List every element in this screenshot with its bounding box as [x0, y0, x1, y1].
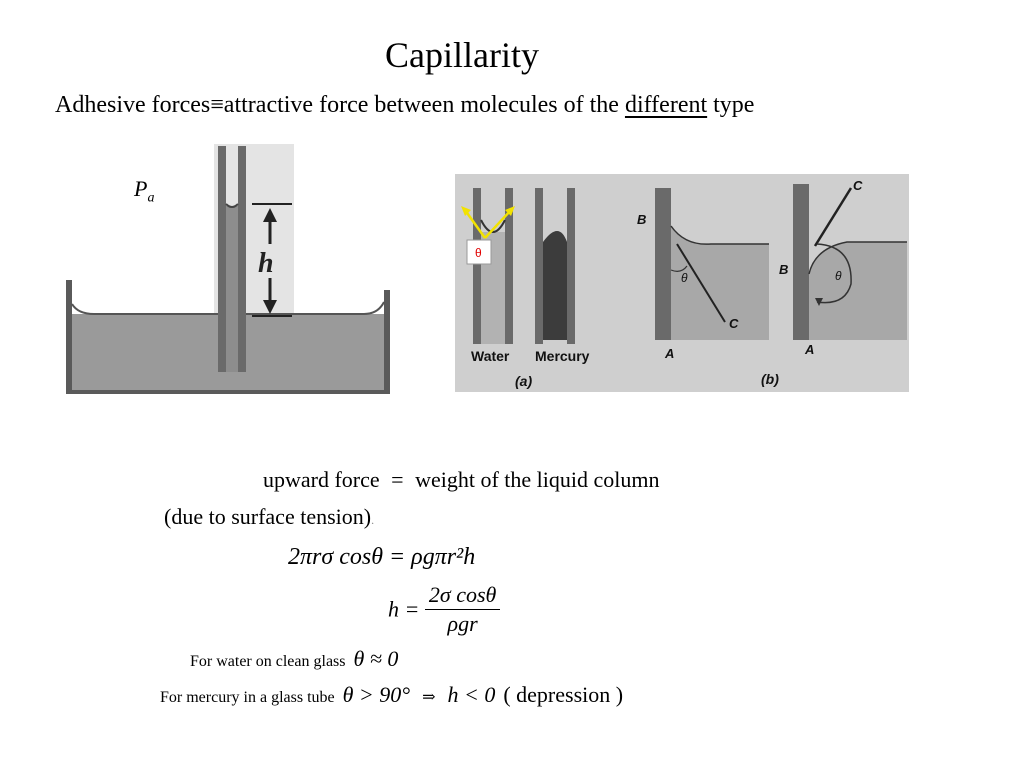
liquid-column-text: weight of the liquid column	[415, 467, 660, 492]
mercury-label: Mercury	[535, 348, 590, 364]
depression-note: ( depression )	[503, 682, 624, 707]
water-case-text: For water on clean glass	[190, 653, 346, 670]
water-label: Water	[471, 348, 510, 364]
label-b2: B	[779, 262, 788, 277]
height-fraction: 2σ cosθ ρgr	[424, 582, 501, 637]
page-title: Capillarity	[385, 35, 539, 75]
pa-sub: a	[147, 190, 155, 206]
label-a2: A	[804, 342, 814, 357]
capillary-tube-figure: h	[66, 144, 390, 394]
upward-force-text: upward force	[263, 467, 380, 492]
equals-sign: =	[391, 467, 404, 492]
water-case-line: For water on clean glass θ ≈ 0	[190, 646, 398, 672]
label-a1: A	[664, 346, 674, 361]
water-case-math: θ ≈ 0	[353, 646, 399, 671]
definition-prefix: Adhesive forces≡attractive force between…	[55, 92, 625, 118]
mercury-case-text: For mercury in a glass tube	[160, 689, 335, 706]
contact-angle-figure: θ Water Mercury (a) B C A θ B C A θ (b)	[455, 174, 909, 392]
adhesive-forces-definition: Adhesive forces≡attractive force between…	[55, 92, 754, 119]
label-c1: C	[729, 316, 739, 331]
equation-force-balance: 2πrσ cosθ = ρgπr²h	[288, 544, 476, 570]
force-balance-line: upward force = weight of the liquid colu…	[263, 467, 660, 493]
height-label: h	[258, 248, 274, 279]
mercury-case-math2: h < 0	[447, 682, 496, 707]
definition-underlined-word: different	[624, 92, 708, 118]
mercury-case-math1: θ > 90°	[342, 682, 411, 707]
height-denominator: ρgr	[447, 611, 478, 636]
theta-marker: θ	[475, 246, 482, 260]
surface-tension-note: (due to surface tension).	[164, 504, 374, 530]
atmospheric-pressure-label: Pa	[134, 176, 154, 206]
label-theta1: θ	[681, 271, 688, 285]
label-theta2: θ	[835, 269, 842, 283]
surface-tension-text: (due to surface tension)	[164, 504, 372, 529]
implies-arrow: ⇒	[422, 689, 436, 706]
mercury-case-line: For mercury in a glass tube θ > 90° ⇒ h …	[160, 682, 623, 708]
label-b1: B	[637, 212, 646, 227]
height-lhs: h =	[388, 596, 420, 622]
height-numerator: 2σ cosθ	[424, 582, 501, 610]
panel-b-label: (b)	[761, 371, 779, 387]
panel-a-label: (a)	[515, 373, 532, 389]
surface-tension-dot: .	[371, 513, 375, 527]
pa-main: P	[134, 176, 148, 201]
label-c2: C	[853, 178, 863, 193]
equation-height: h = 2σ cosθ ρgr	[388, 582, 501, 637]
definition-suffix: type	[707, 92, 755, 118]
